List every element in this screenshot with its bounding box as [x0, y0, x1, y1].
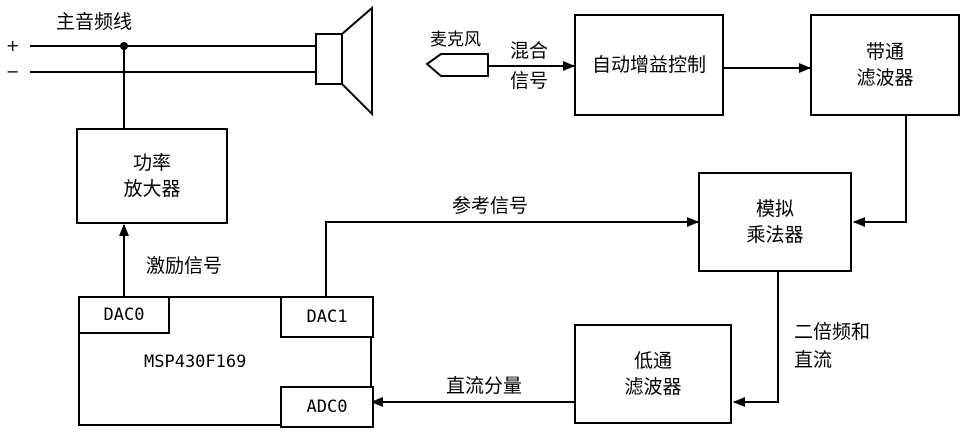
mixed-signal-line2: 信号 [510, 66, 548, 96]
dc-component-label: 直流分量 [446, 374, 522, 398]
lowpass-line2: 滤波器 [624, 374, 681, 400]
adc0-port: ADC0 [280, 386, 374, 428]
dac1-port: DAC1 [280, 296, 374, 338]
multiplier-to-lowpass-line [734, 272, 778, 402]
agc-block: 自动增益控制 [574, 14, 724, 116]
mcu-name: MSP430F169 [144, 350, 246, 374]
reference-signal-label: 参考信号 [452, 194, 528, 218]
minus-sign: − [6, 60, 19, 84]
plus-sign: + [6, 34, 19, 58]
lowpass-filter-block: 低通 滤波器 [574, 324, 732, 424]
dac0-label: DAC0 [104, 302, 145, 328]
microphone-icon [427, 54, 488, 76]
audio-line-label: 主音频线 [56, 10, 132, 34]
dac1-to-multiplier-line [326, 222, 698, 296]
dac1-label: DAC1 [307, 304, 348, 330]
mixed-signal-line1: 混合 [510, 36, 548, 66]
double-frequency-label: 二倍频和 直流 [794, 318, 870, 374]
analog-multiplier-block: 模拟 乘法器 [698, 172, 852, 272]
double-freq-line2: 直流 [794, 346, 870, 374]
bandpass-line1: 带通 [856, 39, 913, 65]
double-freq-line1: 二倍频和 [794, 318, 870, 346]
power-amplifier-block: 功率 放大器 [76, 128, 228, 224]
lowpass-line1: 低通 [624, 348, 681, 374]
speaker-icon [316, 34, 342, 84]
multiplier-line2: 乘法器 [746, 222, 803, 248]
microphone-label: 麦克风 [430, 28, 481, 52]
excitation-signal-label: 激励信号 [146, 254, 222, 278]
agc-label: 自动增益控制 [592, 52, 706, 78]
multiplier-line1: 模拟 [746, 196, 803, 222]
adc0-label: ADC0 [307, 394, 348, 420]
mixed-signal-label: 混合 信号 [510, 36, 548, 96]
dac0-port: DAC0 [78, 296, 170, 334]
bandpass-filter-block: 带通 滤波器 [810, 14, 960, 116]
bandpass-to-multiplier-line [854, 116, 906, 222]
power-amp-line1: 功率 [123, 150, 180, 176]
speaker-cone [342, 8, 372, 114]
bandpass-line2: 滤波器 [856, 65, 913, 91]
power-amp-line2: 放大器 [123, 176, 180, 202]
mcu-block: DAC0 DAC1 ADC0 MSP430F169 [78, 296, 372, 426]
